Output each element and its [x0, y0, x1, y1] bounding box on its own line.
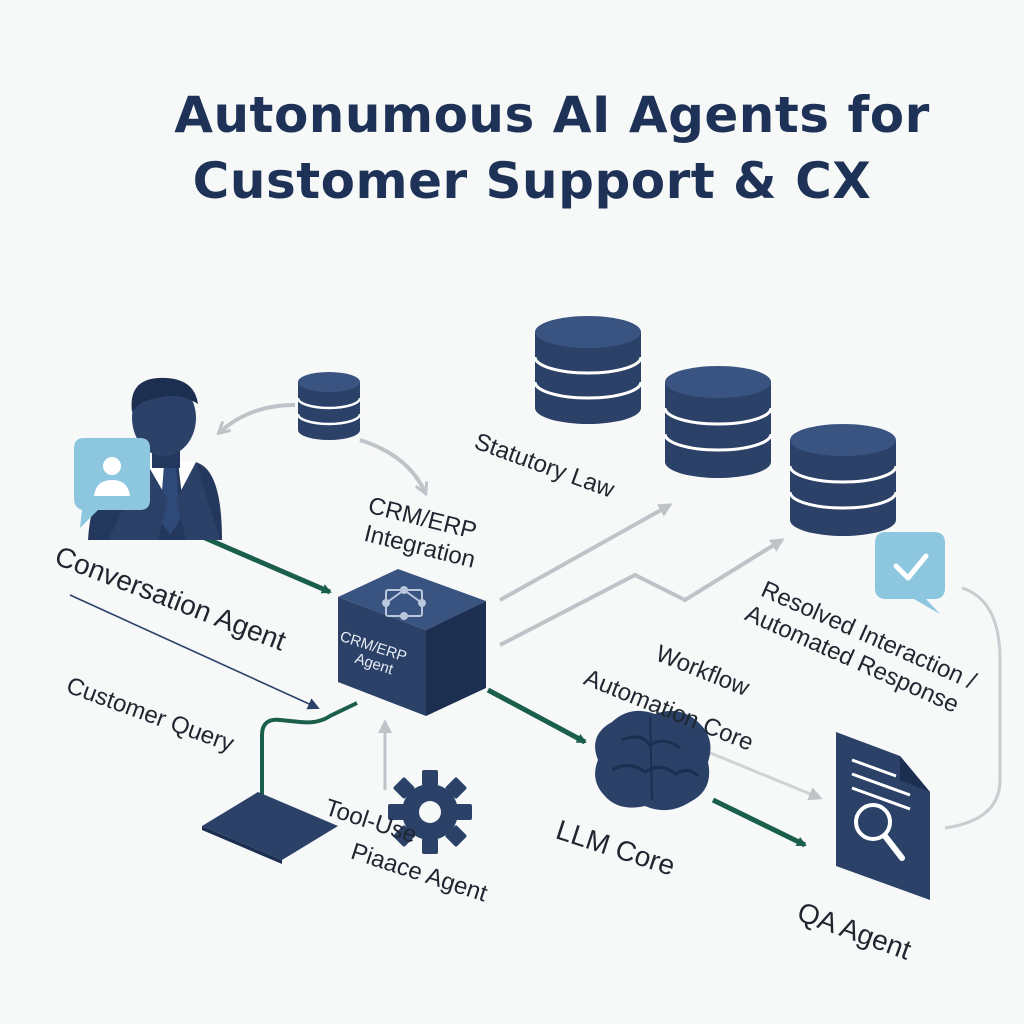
title-line-2: Customer Support & CX — [192, 152, 872, 210]
crm-erp-agent-cube — [338, 569, 486, 716]
network-icon — [382, 586, 426, 620]
database-three-icon — [788, 424, 898, 536]
crm-to-db3-arrow — [499, 538, 785, 647]
query-to-crm-arrow — [69, 594, 320, 710]
db-to-crm-arrow — [359, 438, 425, 492]
check-chat-bubble-icon — [875, 532, 945, 614]
statutory-law-database-icon — [533, 316, 643, 424]
database-two-icon — [663, 366, 773, 478]
title-line-1: Autonumous AI Agents for — [174, 86, 930, 144]
db-to-agent-arrow — [220, 403, 296, 432]
crm-to-llm-arrow — [486, 687, 587, 745]
resolved-loop-line — [944, 586, 1002, 830]
customer-query-tile — [202, 792, 338, 864]
brain-icon — [595, 710, 711, 811]
crm-to-law-arrow — [499, 503, 673, 602]
query-path-line — [260, 701, 358, 822]
gear-icon — [388, 770, 472, 854]
user-chat-bubble-icon — [74, 438, 150, 528]
database-icon — [296, 372, 362, 440]
document-search-icon — [836, 732, 930, 900]
llm-to-qa-arrow — [711, 797, 807, 848]
llm-to-qa-gray-arrow — [707, 750, 823, 801]
agent-to-crm-arrow — [204, 535, 332, 595]
